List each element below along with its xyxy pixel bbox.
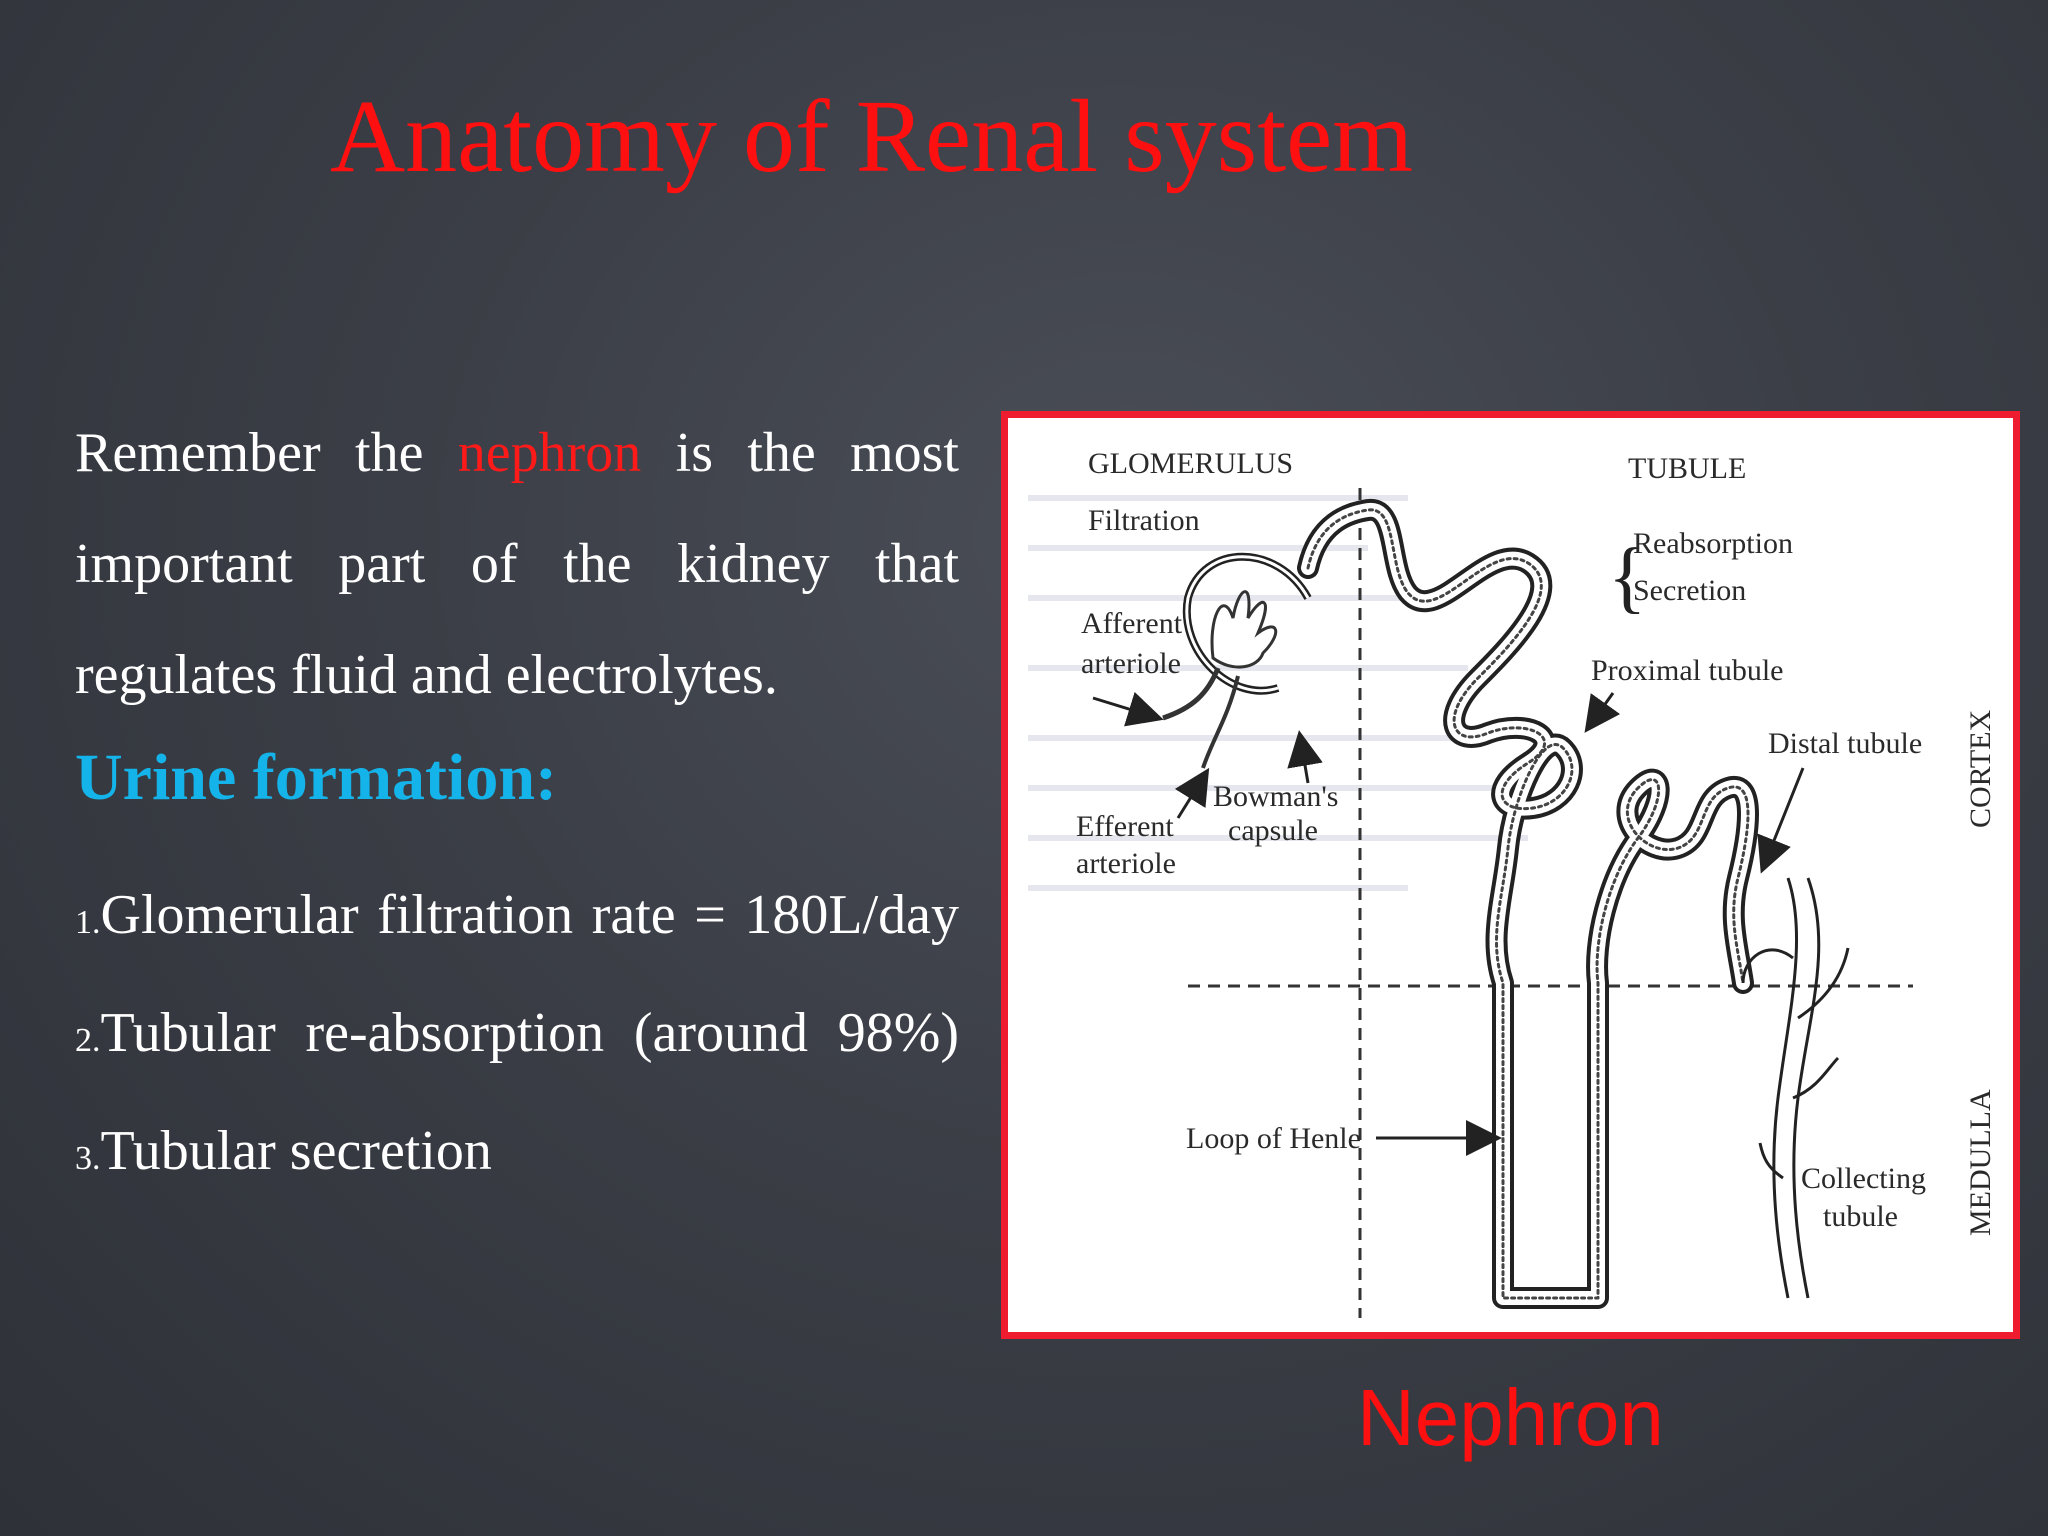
- proximal-arrow-icon: [1584, 692, 1621, 733]
- glomerulus-tuft: [1210, 590, 1278, 669]
- bowmans-label-line2: capsule: [1228, 814, 1318, 847]
- list-item: 2.Tubular re-absorption (around 98%): [75, 978, 959, 1096]
- bowmans-label-line1: Bowman's: [1213, 780, 1338, 813]
- intro-text-after: is the most important part of the kidney…: [75, 422, 959, 706]
- list-item: 3.Tubular secretion: [75, 1096, 959, 1214]
- list-item-text: Tubular secretion: [100, 1120, 492, 1182]
- afferent-arrow-icon: [1092, 691, 1164, 727]
- distal-tubule-label: Distal tubule: [1768, 727, 1922, 760]
- distal-arrow-icon: [1757, 767, 1805, 874]
- cortex-label: CORTEX: [1964, 709, 1997, 828]
- bowmans-arrow-icon: [1287, 730, 1323, 784]
- efferent-label-line2: arteriole: [1076, 847, 1176, 880]
- reabsorption-label: Reabsorption: [1633, 527, 1793, 560]
- intro-paragraph: Remember the nephron is the most importa…: [75, 398, 959, 731]
- collecting-tubule-shape: [1741, 877, 1850, 1299]
- slide-title: Anatomy of Renal system: [330, 79, 1414, 194]
- efferent-arrow-icon: [1174, 767, 1210, 819]
- filtration-label: Filtration: [1088, 504, 1200, 537]
- nephron-highlight: nephron: [457, 422, 642, 484]
- glomerulus-heading: GLOMERULUS: [1088, 447, 1293, 480]
- list-item-text: Glomerular filtration rate = 180L/day: [100, 884, 960, 946]
- list-item: 1.Glomerular filtration rate = 180L/day: [75, 860, 959, 978]
- afferent-arteriole-vessel: [1162, 667, 1221, 721]
- nephron-tubule: [1297, 499, 1759, 1309]
- secretion-label: Secretion: [1633, 574, 1746, 607]
- afferent-label-line2: arteriole: [1081, 647, 1181, 680]
- section-heading: Urine formation:: [75, 741, 558, 814]
- collecting-tubule-label-line2: tubule: [1823, 1200, 1898, 1233]
- loop-of-henle-label: Loop of Henle: [1186, 1122, 1361, 1155]
- faint-texture: [1028, 495, 1528, 891]
- list-number: 3.: [75, 1140, 101, 1177]
- tubule-heading: TUBULE: [1628, 452, 1746, 485]
- efferent-label-line1: Efferent: [1076, 810, 1174, 843]
- urine-formation-list: 1.Glomerular filtration rate = 180L/day …: [75, 860, 959, 1214]
- list-number: 1.: [75, 904, 101, 941]
- collecting-tubule-label-line1: Collecting: [1801, 1162, 1926, 1195]
- nephron-diagram: GLOMERULUS Filtration TUBULE { Reabsorpt…: [1001, 411, 2020, 1339]
- intro-text-before: Remember the: [75, 422, 458, 484]
- efferent-arteriole-vessel: [1201, 675, 1240, 769]
- medulla-label: MEDULLA: [1964, 1089, 1997, 1236]
- list-item-text: Tubular re-absorption (around 98%): [100, 1002, 960, 1064]
- afferent-label-line1: Afferent: [1081, 607, 1183, 640]
- brace-icon: {: [1608, 533, 1646, 621]
- list-number: 2.: [75, 1022, 101, 1059]
- diagram-caption: Nephron: [1357, 1373, 1664, 1462]
- proximal-tubule-label: Proximal tubule: [1591, 654, 1783, 687]
